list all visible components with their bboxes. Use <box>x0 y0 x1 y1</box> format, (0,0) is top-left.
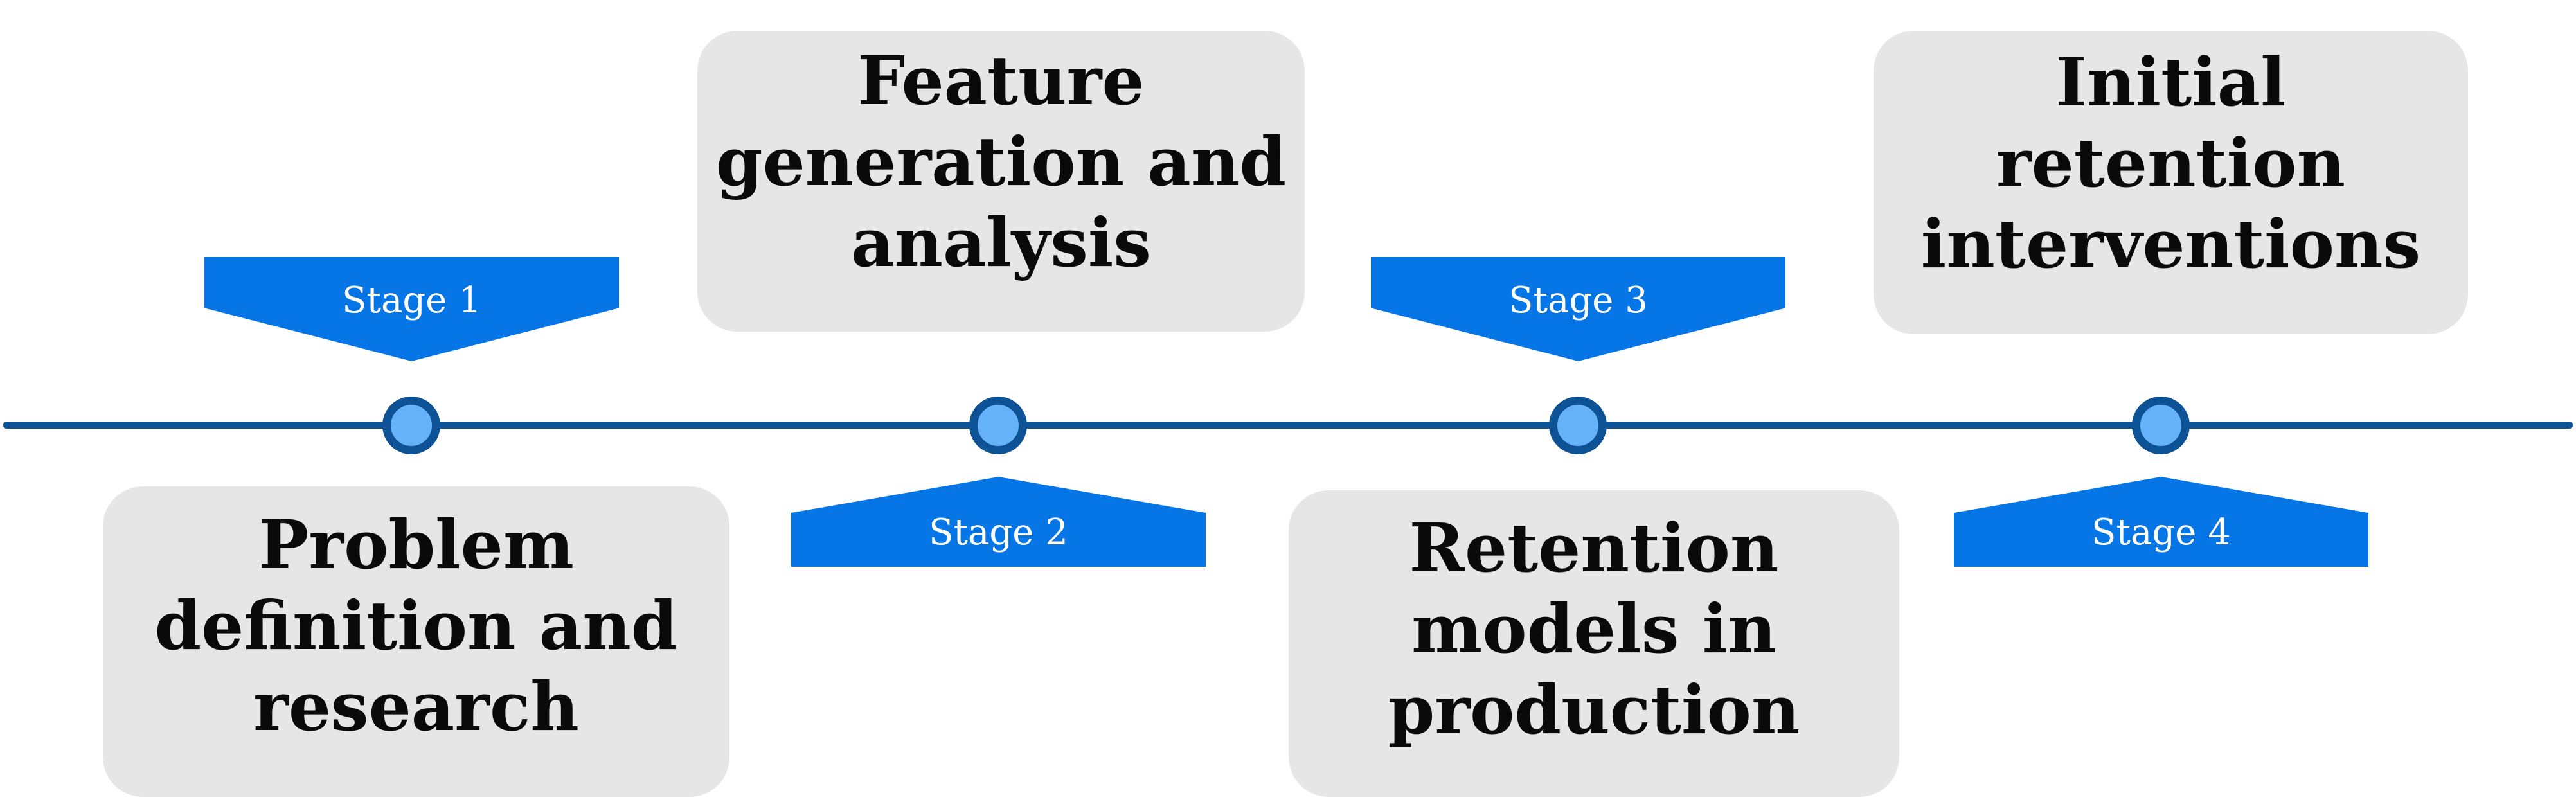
phase-box-1: Problem definition and research <box>103 486 729 797</box>
phase-box-1-line-1: Problem <box>258 504 574 584</box>
stage-2-label: Stage 2 <box>929 512 1068 553</box>
phase-box-3-line-1: Retention <box>1409 508 1779 587</box>
stage-3-label: Stage 3 <box>1508 280 1648 321</box>
timeline-node-3 <box>1549 397 1607 454</box>
timeline-node-4 <box>2132 397 2190 454</box>
stage-2-arrow: Stage 2 <box>791 477 1206 567</box>
phase-box-4-line-3: interventions <box>1920 204 2421 283</box>
phase-box-2-line-1: Feature <box>857 41 1145 120</box>
stage-4-arrow: Stage 4 <box>1954 477 2368 567</box>
timeline-node-1 <box>382 397 440 454</box>
phase-box-1-line-3: research <box>253 666 579 746</box>
phase-box-1-line-2: definition and <box>154 585 678 665</box>
phase-box-4: Initial retention interventions <box>1874 31 2468 334</box>
phase-box-2: Feature generation and analysis <box>697 31 1305 332</box>
phase-box-3: Retention models in production <box>1289 490 1899 797</box>
phase-box-4-line-1: Initial <box>2055 42 2286 121</box>
timeline-node-2 <box>969 397 1027 454</box>
stage-3-arrow: Stage 3 <box>1371 257 1785 361</box>
stage-4-label: Stage 4 <box>2091 512 2231 553</box>
phase-box-4-line-2: retention <box>1996 123 2346 202</box>
stage-1-arrow: Stage 1 <box>204 257 619 361</box>
stage-1-label: Stage 1 <box>342 280 481 321</box>
phase-box-2-line-2: generation and <box>715 122 1287 201</box>
phase-box-3-line-2: models in <box>1411 589 1776 668</box>
phase-box-2-line-3: analysis <box>851 203 1151 282</box>
timeline-line <box>3 422 2573 429</box>
phase-box-3-line-3: production <box>1388 670 1800 749</box>
